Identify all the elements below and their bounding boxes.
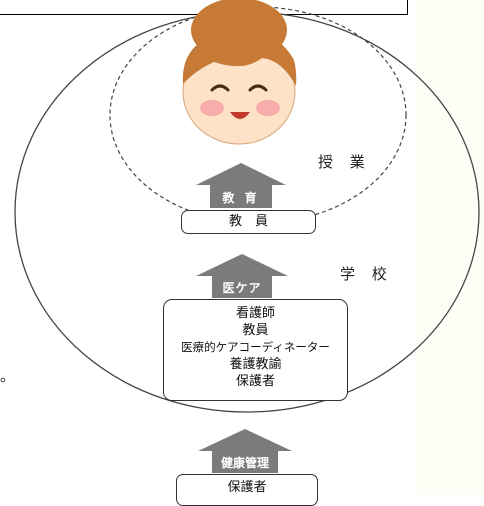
staff-teacher: 教員 <box>242 323 269 338</box>
guardian-box: 保護者 <box>176 474 318 506</box>
medical-care-arrow <box>196 254 288 298</box>
class-label: 授 業 <box>318 153 371 171</box>
diagram-canvas <box>14 0 480 473</box>
school-staff-box: 看護師 教員 医療的ケアコーディネーター 養護教諭 保護者 <box>163 299 348 401</box>
staff-coordinator: 医療的ケアコーディネーター <box>181 340 330 354</box>
health-management-arrow-label: 健康管理 <box>220 456 269 470</box>
right-margin-strip <box>414 0 484 495</box>
education-arrow <box>196 163 286 208</box>
teacher-box: 教 員 <box>181 210 316 234</box>
child-face-icon <box>182 0 297 145</box>
medical-care-arrow-label: 医ケア <box>222 281 262 295</box>
class-ellipse <box>109 6 407 224</box>
school-label: 学 校 <box>340 265 393 283</box>
health-management-arrow <box>198 429 292 473</box>
staff-school-nurse-teacher: 養護教諭 <box>229 357 282 372</box>
bullet-mark: 。 <box>0 367 16 385</box>
staff-nurse: 看護師 <box>235 306 275 321</box>
staff-guardian: 保護者 <box>235 374 275 389</box>
education-arrow-label: 教 育 <box>222 191 260 205</box>
